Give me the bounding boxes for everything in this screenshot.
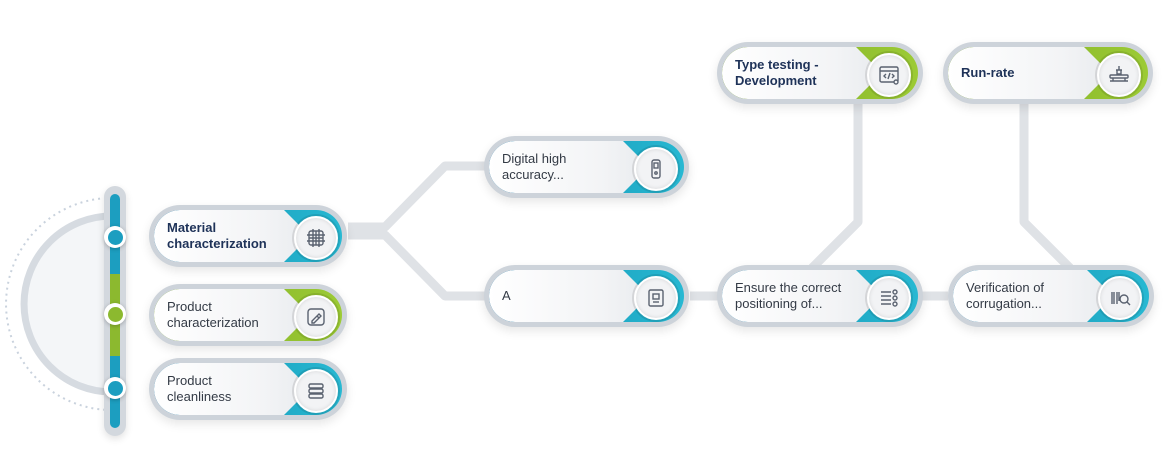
node-label: Digital high accuracy... [502,151,567,182]
list-settings-icon [867,276,911,320]
node-label: Verification of corrugation... [966,280,1045,311]
panel-icon [634,276,678,320]
connector-runrate-verification [1019,104,1074,272]
stack-layers-icon [294,369,338,413]
node-type-testing-development[interactable]: Type testing - Development [717,42,923,104]
node-verification-corrugation[interactable]: Verification of corrugation... [948,265,1154,327]
chip-grid-icon [294,216,338,260]
rail-dot-product[interactable] [104,303,126,325]
node-run-rate[interactable]: Run-rate [943,42,1153,104]
node-a[interactable]: A [484,265,689,327]
device-icon [634,147,678,191]
barcode-search-icon [1098,276,1142,320]
node-label: Material characterization [167,220,267,251]
node-label: Product cleanliness [167,373,232,404]
connector-material-a [348,230,485,301]
connector-material-digital [348,161,485,232]
production-line-icon [1097,53,1141,97]
node-label: Run-rate [961,65,1015,80]
category-product-cleanliness[interactable]: Product cleanliness [149,358,347,420]
node-label: A [502,288,511,303]
category-material-characterization[interactable]: Material characterization [149,205,347,267]
rail-dot-cleanliness[interactable] [104,377,126,399]
ruler-pencil-icon [294,295,338,339]
connector-type-ensure [808,104,863,272]
category-product-characterization[interactable]: Product characterization [149,284,347,346]
node-ensure-positioning[interactable]: Ensure the correct positioning of... [717,265,923,327]
node-label: Product characterization [167,299,259,330]
node-label: Ensure the correct positioning of... [735,280,842,311]
node-label: Type testing - Development [735,57,819,88]
code-window-icon [867,53,911,97]
node-digital-high-accuracy[interactable]: Digital high accuracy... [484,136,689,198]
rail-dot-material[interactable] [104,226,126,248]
